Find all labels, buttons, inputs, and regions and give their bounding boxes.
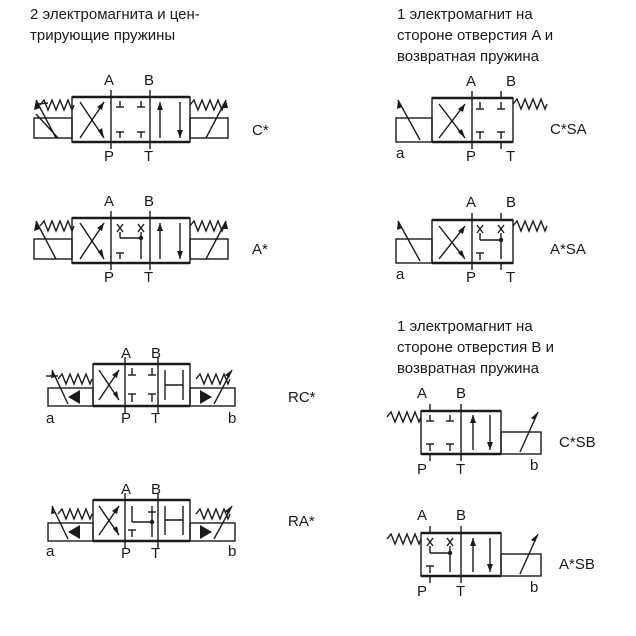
heading-line: возвратная пружина [397,360,539,377]
heading-line: 2 электромагнита и цен- [30,6,200,23]
symbol-code-c: C* [252,122,269,139]
port-t-label: T [151,545,161,562]
port-p-label: P [417,461,428,478]
port-a-label: A [121,481,132,498]
heading-line: стороне отверстия A и [397,27,554,44]
port-p-label: P [466,148,477,165]
port-b-label: B [151,345,162,362]
port-b-label: B [456,507,467,524]
port-t-label: T [144,148,154,165]
port-a-label: A [104,193,115,210]
symbol-rc [46,357,236,413]
port-t-label: T [144,269,154,286]
port-t-label: T [151,410,161,427]
heading-two-solenoids: 2 электромагнита и цен- трирующие пружин… [30,4,200,46]
port-b-label: B [144,193,155,210]
heading-one-solenoid-b: 1 электромагнит на стороне отверстия B и… [397,316,554,379]
port-b-label: B [144,72,155,89]
symbol-ra [47,493,236,548]
port-a-label: A [121,345,132,362]
solenoid-a-label: a [46,410,55,427]
solenoid-b-label: b [228,543,237,560]
port-t-label: T [506,148,516,165]
heading-line: 1 электромагнит на [397,318,533,335]
solenoid-b-label: b [530,579,539,596]
solenoid-a-label: a [46,543,55,560]
port-p-label: P [104,269,115,286]
port-t-label: T [456,583,466,600]
solenoid-a-label: a [396,266,405,283]
symbol-a [33,211,229,270]
heading-line: трирующие пружины [30,27,176,44]
port-b-label: B [506,194,517,211]
symbol-c-sa [395,91,548,149]
heading-one-solenoid-a: 1 электромагнит на стороне отверстия A и… [397,4,553,67]
heading-line: 1 электромагнит на [397,6,533,23]
port-p-label: P [121,410,132,427]
port-a-label: A [466,73,477,90]
heading-line: возвратная пружина [397,48,539,65]
solenoid-a-label: a [396,145,405,162]
port-a-label: A [417,507,428,524]
port-a-label: A [417,385,428,402]
symbol-code-a: A* [252,241,268,258]
port-b-label: B [506,73,517,90]
symbol-code-c-sa: C*SA [550,121,587,138]
symbol-code-ra: RA* [288,513,315,530]
port-b-label: B [151,481,162,498]
heading-line: стороне отверстия B и [397,339,554,356]
solenoid-b-label: b [530,457,539,474]
port-t-label: T [506,269,516,286]
symbol-code-a-sa: A*SA [550,241,586,258]
port-a-label: A [466,194,477,211]
port-p-label: P [466,269,477,286]
symbol-a-sa [395,213,548,270]
port-p-label: P [104,148,115,165]
port-a-label: A [104,72,115,89]
port-b-label: B [456,385,467,402]
port-t-label: T [456,461,466,478]
symbol-c [33,90,229,149]
symbol-code-rc: RC* [288,389,316,406]
symbol-code-c-sb: C*SB [559,434,596,451]
symbol-code-a-sb: A*SB [559,556,595,573]
port-p-label: P [121,545,132,562]
symbol-a-sb [386,526,542,583]
port-p-label: P [417,583,428,600]
symbol-c-sb [386,404,542,461]
solenoid-b-label: b [228,410,237,427]
